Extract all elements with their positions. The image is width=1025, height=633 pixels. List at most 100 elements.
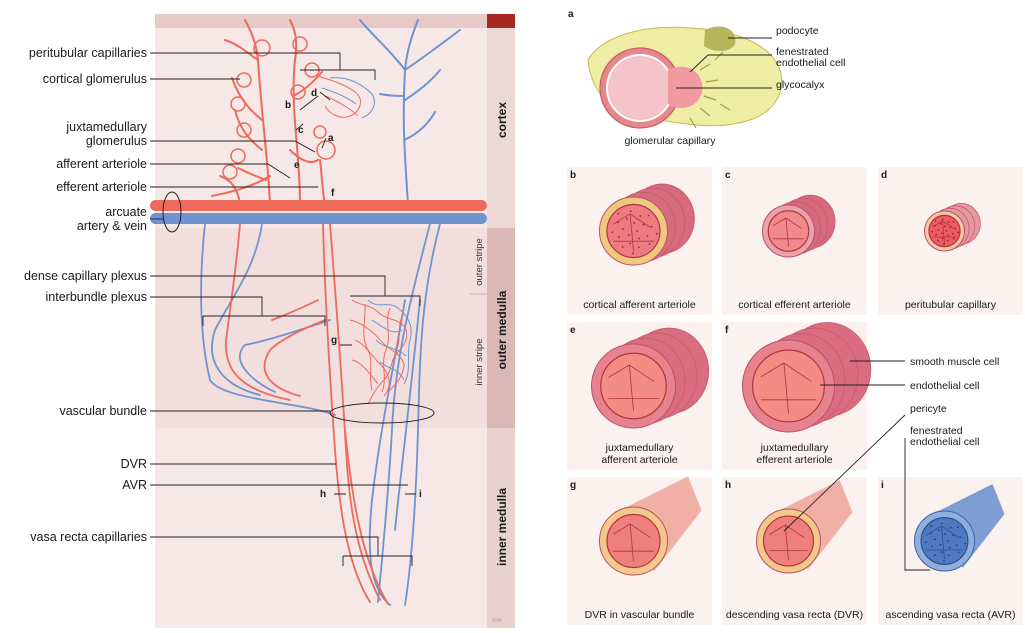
panel-i-fenestration	[952, 534, 954, 536]
panel-b-fenestration	[622, 246, 624, 248]
panel-b-fenestration	[632, 252, 634, 254]
panel-i-fenestration	[934, 554, 936, 556]
zone-inner-medulla: inner medulla	[495, 488, 509, 566]
panel-d: d peritubular capillary	[878, 167, 1023, 315]
panel-d-letter: d	[881, 170, 887, 181]
map-letter-i: i	[419, 489, 422, 500]
map-letter-a: a	[328, 133, 334, 144]
panel-b-fenestration	[656, 233, 658, 235]
panel-e-letter: e	[570, 325, 576, 336]
panel-i-fenestration	[941, 551, 943, 553]
panel-i-fenestration	[941, 523, 943, 525]
capsule-band	[155, 14, 487, 28]
map-letter-h: h	[320, 489, 326, 500]
map-letter-e: e	[294, 160, 300, 171]
panel-d-fenestration	[953, 221, 955, 223]
panel-b-fenestration	[630, 210, 632, 212]
panel-b-fenestration	[636, 230, 638, 232]
panel-b-fenestration	[638, 238, 640, 240]
panel-b-caption: cortical afferent arteriole	[583, 299, 696, 311]
panel-b-fenestration	[618, 213, 620, 215]
panel-d-fenestration	[935, 234, 937, 236]
panel-i-fenestration	[931, 545, 933, 547]
callout-endothelial-cell: endothelial cell	[910, 380, 979, 392]
panel-b-fenestration	[651, 226, 653, 228]
callout-fenestrated-i-2: endothelial cell	[910, 436, 979, 448]
label-juxtamedullary-1: juxtamedullary	[65, 120, 147, 134]
label-interbundle-plexus: interbundle plexus	[46, 290, 147, 304]
panel-i-letter: i	[881, 480, 884, 491]
panel-c-letter: c	[725, 170, 731, 181]
panel-i-fenestration	[930, 532, 932, 534]
panel-g-letter: g	[570, 480, 576, 491]
label-avr: AVR	[122, 478, 147, 492]
panel-i-fenestration	[938, 529, 940, 531]
panel-i-fenestration	[960, 536, 962, 538]
top-band	[487, 14, 515, 28]
panel-b-fenestration	[617, 221, 619, 223]
panel-a-caption: glomerular capillary	[624, 135, 716, 147]
panel-b-fenestration	[633, 222, 635, 224]
panel-i-fenestration	[949, 547, 951, 549]
panel-d-fenestration	[949, 226, 951, 228]
panel-i-fenestration	[947, 540, 949, 542]
panel-c-caption: cortical efferent arteriole	[738, 299, 851, 311]
label-afferent-arteriole: afferent arteriole	[56, 157, 147, 171]
callout-glycocalyx: glycocalyx	[776, 79, 825, 91]
label-efferent-arteriole: efferent arteriole	[56, 180, 147, 194]
panel-f-caption: juxtamedullary	[760, 442, 829, 454]
panel-d-fenestration	[947, 240, 949, 242]
panel-b-fenestration	[643, 224, 645, 226]
panel-a-letter: a	[568, 9, 574, 20]
panel-h-caption: descending vasa recta (DVR)	[726, 609, 863, 621]
panel-d-fenestration	[935, 220, 937, 222]
panel-i-fenestration	[925, 541, 927, 543]
podocyte-nucleus	[704, 26, 735, 51]
panel-h-letter: h	[725, 480, 731, 491]
zone-cortex: cortex	[495, 102, 509, 138]
panel-f-caption-line2: efferent arteriole	[756, 454, 832, 466]
panel-d-fenestration	[943, 243, 945, 245]
label-dense-capillary-plexus: dense capillary plexus	[24, 269, 147, 283]
panel-d-fenestration	[942, 237, 944, 239]
capillary-lumen	[607, 55, 673, 121]
panel-d-fenestration	[947, 235, 949, 237]
panel-d-caption: peritubular capillary	[905, 299, 997, 311]
callout-pericyte: pericyte	[910, 403, 947, 415]
panel-b-fenestration	[649, 243, 651, 245]
panel-b-fenestration	[639, 215, 641, 217]
panel-i-fenestration	[958, 552, 960, 554]
panel-b-fenestration	[647, 235, 649, 237]
arcuate-artery	[150, 200, 487, 211]
panel-d-fenestration	[946, 230, 948, 232]
zone-outer-stripe: outer stripe	[474, 238, 485, 286]
panel-i-fenestration	[957, 526, 959, 528]
panel-e-caption: juxtamedullary	[605, 442, 674, 454]
panel-d-fenestration	[937, 239, 939, 241]
map-letter-b: b	[285, 100, 291, 111]
panel-d-fenestration	[934, 225, 936, 227]
panel-i-fenestration	[950, 527, 952, 529]
label-cortical-glomerulus: cortical glomerulus	[43, 72, 147, 86]
panel-b-fenestration	[611, 231, 613, 233]
panel-d-fenestration	[937, 229, 939, 231]
map-letter-g: g	[331, 335, 337, 346]
panel-i-fenestration	[944, 533, 946, 535]
panel-i-fenestration	[956, 544, 958, 546]
panel-i-fenestration	[940, 544, 942, 546]
callout-fenestrated-a-2: endothelial cell	[776, 57, 845, 69]
panel-i-fenestration	[930, 525, 932, 527]
panel-d-fenestration	[948, 221, 950, 223]
panel-b-fenestration	[626, 218, 628, 220]
zone-inner-stripe: inner stripe	[474, 339, 485, 386]
panel-d-fenestration	[952, 233, 954, 235]
panel-d-fenestration	[940, 223, 942, 225]
panel-e-caption-line2: afferent arteriole	[601, 454, 677, 466]
